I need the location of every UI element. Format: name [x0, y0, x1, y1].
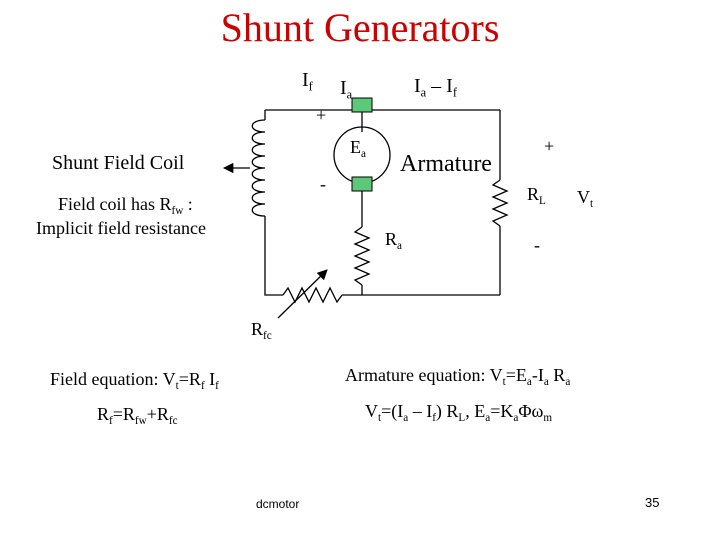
rheostat-arrow — [277, 269, 328, 319]
load-resistance-zigzag — [491, 179, 509, 227]
terminal-voltage-label: Vt — [577, 187, 594, 210]
armature-label: Armature — [400, 151, 492, 177]
page-number: 35 — [645, 495, 660, 510]
field-current-label: If — [302, 69, 313, 94]
brush-top — [351, 97, 373, 113]
field-coil-note-line1: Field coil has Rfw : — [58, 194, 193, 217]
field-coil-note-line2: Implicit field resistance — [36, 218, 206, 238]
armature-resistance-zigzag — [353, 226, 371, 286]
shunt-field-coil-label: Shunt Field Coil — [52, 152, 185, 174]
load-resistance-label: RL — [527, 184, 546, 207]
slide-title: Shunt Generators — [220, 5, 500, 50]
field-resistance-equation: Rf=Rfw+Rfc — [97, 404, 178, 427]
load-current-label: Ia – If — [414, 75, 457, 100]
brush-bottom — [351, 176, 373, 192]
shunt-field-coil — [251, 119, 266, 217]
terminal-plus-sign: + — [544, 136, 555, 156]
armature-equation: Armature equation: Vt=Ea-Ia Ra — [345, 365, 571, 388]
footer-text: dcmotor — [256, 497, 300, 511]
armature-plus-sign: + — [316, 105, 327, 125]
field-rheostat-zigzag — [282, 286, 343, 304]
field-rheostat-label: Rfc — [251, 319, 272, 342]
armature-minus-sign: - — [320, 174, 326, 194]
armature-current-label: Ia — [340, 77, 353, 102]
emf-label: Ea — [350, 137, 366, 160]
armature-resistance-label: Ra — [385, 229, 402, 252]
field-equation: Field equation: Vt=Rf If — [50, 369, 219, 392]
field-branch-bottom — [264, 216, 283, 296]
terminal-voltage-equation: Vt=(Ia – If) RL, Ea=KaΦωm — [365, 401, 553, 424]
terminal-minus-sign: - — [534, 235, 540, 255]
